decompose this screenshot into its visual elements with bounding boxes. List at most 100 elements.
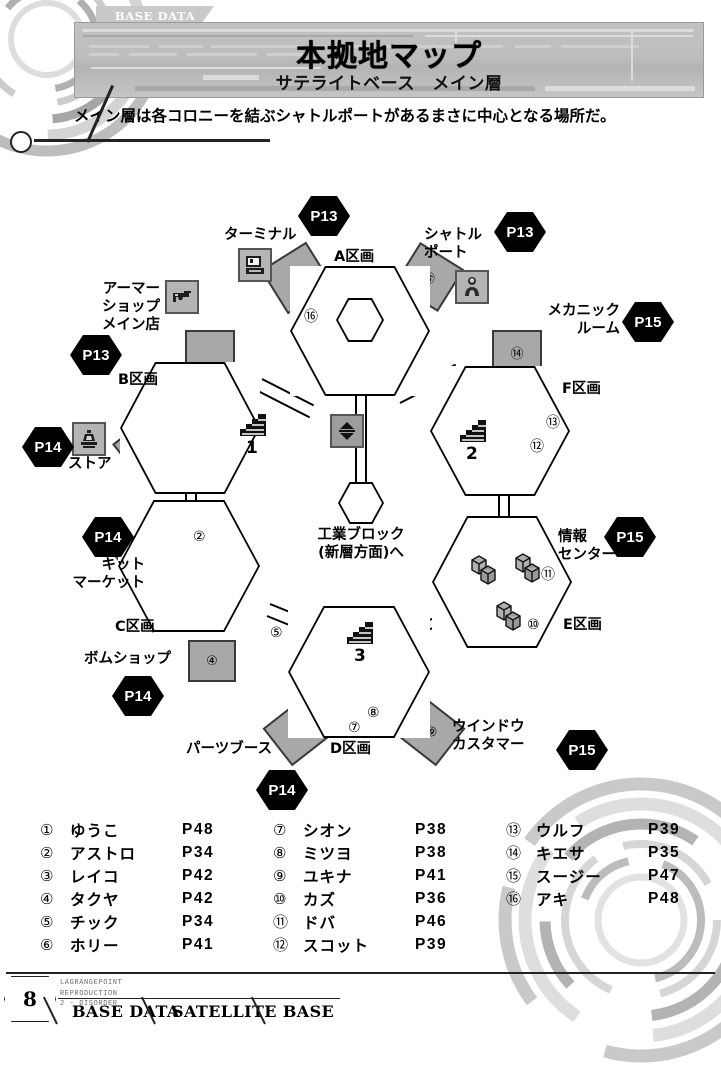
stairs-marker-2 — [458, 418, 488, 444]
badge-shuttle-port[interactable]: P13 — [494, 212, 546, 252]
legend-mark: ⑬ — [506, 821, 522, 839]
legend-page: P41 — [415, 866, 448, 884]
legend-mark: ⑭ — [506, 844, 522, 862]
legend-mark: ⑯ — [506, 890, 522, 908]
legend-row: ⑦ シオン P38 — [273, 818, 447, 841]
legend-row: ⑬ ウルフ P39 — [506, 818, 680, 841]
room-number-b: 1 — [246, 438, 258, 458]
crate-icon-1 — [468, 550, 502, 588]
legend-column-2: ⑦ シオン P38 ⑧ ミツヨ P38 ⑨ ユキナ P41 ⑩ カズ P36 ⑪ — [273, 818, 447, 956]
label-district-b: B区画 — [118, 372, 159, 388]
legend-mark: ⑥ — [40, 935, 54, 954]
badge-info-center[interactable]: P15 — [604, 517, 656, 557]
marker-10: ⑩ — [527, 617, 540, 633]
page-number: 8 — [4, 976, 56, 1022]
legend-page: P46 — [415, 912, 448, 930]
legend-name: アキ — [536, 890, 570, 909]
terminal-icon — [238, 248, 272, 282]
label-mechanic-room: メカニック ルーム — [547, 303, 621, 338]
legend-mark: ⑦ — [273, 820, 287, 839]
elevator-icon[interactable] — [330, 414, 364, 448]
node-center-hub[interactable] — [336, 298, 384, 342]
room-e-block[interactable] — [432, 516, 572, 648]
legend-mark: ⑮ — [506, 867, 522, 885]
legend-page: P39 — [415, 935, 448, 953]
room-b-block[interactable] — [120, 362, 260, 494]
label-store: ストア — [68, 456, 112, 472]
footer-meta-line-1: LAGRANGEPOINT — [60, 979, 123, 987]
legend-mark: ① — [40, 820, 54, 839]
badge-mechanic-room[interactable]: P15 — [622, 302, 674, 342]
stairs-marker-1 — [238, 412, 268, 438]
legend-name: ゆうこ — [70, 821, 120, 840]
legend-mark: ② — [40, 843, 54, 862]
label-armor-shop: アーマー ショップ メイン店 — [101, 281, 160, 334]
label-district-a: A区画 — [334, 249, 375, 265]
legend-name: ドバ — [303, 913, 337, 932]
legend-page: P36 — [415, 889, 448, 907]
lead-circle-marker — [10, 131, 32, 153]
badge-parts-booth[interactable]: P14 — [256, 770, 308, 810]
footer-tab-satellite-base[interactable]: SATELLITE BASE — [158, 998, 340, 1023]
label-bomb-shop: ボムショップ — [84, 651, 171, 667]
label-terminal: ターミナル — [224, 227, 297, 243]
legend-page: P39 — [648, 820, 681, 838]
legend-name: ミツヨ — [303, 844, 353, 863]
badge-window-customer[interactable]: P15 — [556, 730, 608, 770]
legend-name: チック — [70, 913, 120, 932]
marker-11: ⑪ — [541, 567, 555, 583]
legend-row: ③ レイコ P42 — [40, 864, 214, 887]
shuttle-port-icon — [455, 270, 489, 304]
legend-name: レイコ — [70, 867, 120, 886]
label-district-d: D区画 — [330, 741, 372, 757]
marker-5: ⑤ — [270, 625, 283, 641]
legend-column-1: ① ゆうこ P48 ② アストロ P34 ③ レイコ P42 ④ タクヤ P42… — [40, 818, 214, 956]
room-a-block[interactable] — [290, 266, 430, 396]
room-number-f: 2 — [466, 444, 478, 464]
annex-bomb-shop[interactable]: ④ — [188, 640, 236, 682]
legend-row: ⑯ アキ P48 — [506, 887, 680, 910]
lead-underline — [34, 139, 270, 142]
room-f-block[interactable] — [430, 366, 570, 496]
marker-7: ⑦ — [348, 720, 361, 736]
marker-4-annex: ④ — [206, 653, 218, 669]
legend-page: P34 — [182, 912, 215, 930]
legend-mark: ⑨ — [273, 866, 287, 885]
badge-store[interactable]: P14 — [22, 427, 74, 467]
room-c-block[interactable] — [118, 500, 260, 632]
legend-mark: ⑧ — [273, 843, 287, 862]
page-title: 本拠地マップ — [296, 39, 482, 74]
legend-row: ⑤ チック P34 — [40, 910, 214, 933]
legend-row: ⑭ キエサ P35 — [506, 841, 680, 864]
store-icon — [72, 422, 106, 456]
label-district-f: F区画 — [562, 381, 601, 397]
page-subtitle: サテライトベース メイン層 — [275, 74, 503, 94]
node-industrial-gate[interactable] — [338, 482, 384, 524]
label-district-c: C区画 — [115, 619, 155, 635]
legend-name: カズ — [303, 890, 337, 909]
room-number-d: 3 — [354, 646, 366, 666]
legend-mark: ④ — [40, 889, 54, 908]
legend-page: P38 — [415, 843, 448, 861]
legend-row: ④ タクヤ P42 — [40, 887, 214, 910]
badge-kit-market[interactable]: P14 — [82, 517, 134, 557]
stairs-marker-3 — [345, 620, 375, 646]
label-district-e: E区画 — [563, 617, 602, 633]
header-tab-base-data: BASE DATA — [96, 6, 214, 26]
legend-row: ⑥ ホリー P41 — [40, 933, 214, 956]
legend-row: ① ゆうこ P48 — [40, 818, 214, 841]
legend-page: P42 — [182, 889, 215, 907]
legend-mark: ⑫ — [273, 936, 289, 954]
marker-2: ② — [193, 529, 206, 545]
footer-meta-line-2: REPRODUCTION — [60, 989, 118, 998]
badge-armor-shop[interactable]: P13 — [70, 335, 122, 375]
legend-page: P41 — [182, 935, 215, 953]
legend-row: ⑧ ミツヨ P38 — [273, 841, 447, 864]
badge-bomb-shop[interactable]: P14 — [112, 676, 164, 716]
badge-terminal[interactable]: P13 — [298, 196, 350, 236]
legend-mark: ⑩ — [273, 889, 287, 908]
legend-row: ② アストロ P34 — [40, 841, 214, 864]
legend-name: タクヤ — [70, 890, 120, 909]
legend-row: ⑩ カズ P36 — [273, 887, 447, 910]
